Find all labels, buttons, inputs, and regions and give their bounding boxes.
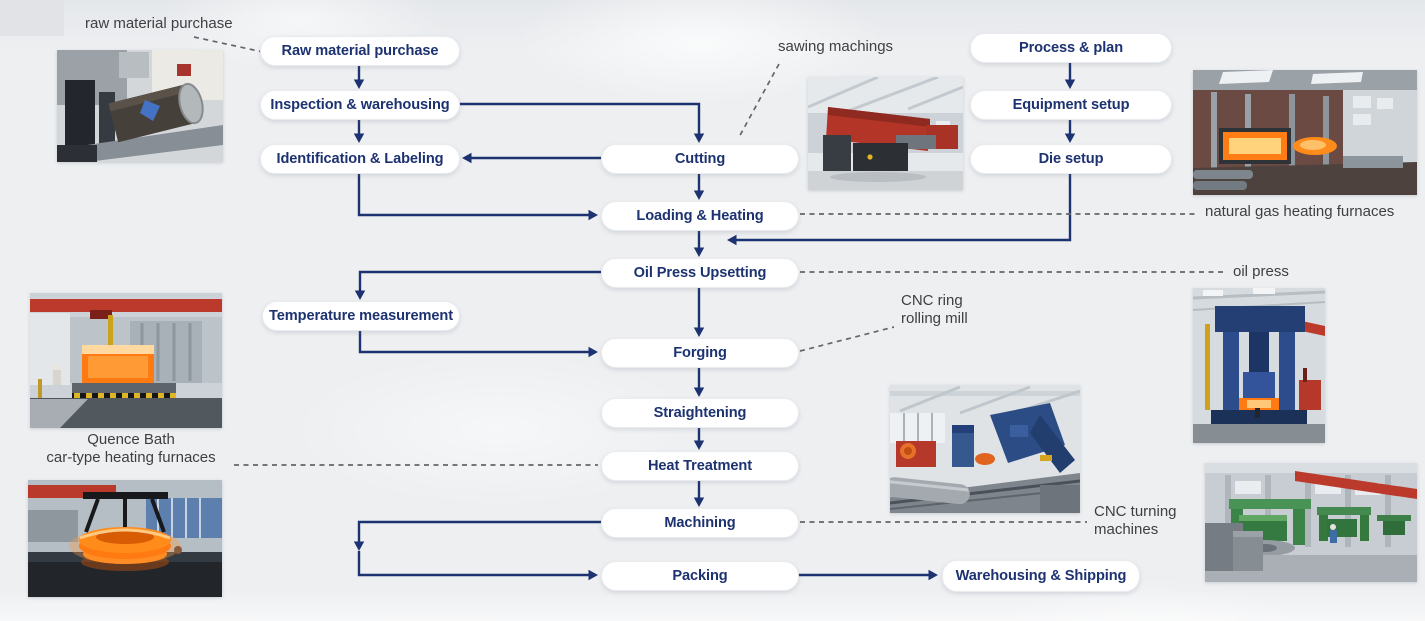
- flow-box-warehousing-shipping: Warehousing & Shipping: [942, 560, 1140, 592]
- connector-s13: [693, 426, 705, 450]
- flow-box-heat-treatment: Heat Treatment: [601, 451, 799, 481]
- photo-sawing-machines: [808, 77, 963, 190]
- red-saws-illustration: [808, 77, 963, 190]
- flow-box-inspection-warehousing: Inspection & warehousing: [260, 90, 460, 120]
- flow-box-packing: Packing: [601, 561, 799, 591]
- dashed-connector-d5: [799, 326, 895, 352]
- connector-s7: [693, 229, 705, 257]
- dashed-connector-d2: [737, 63, 780, 140]
- connector-s2: [353, 118, 365, 143]
- connector-s10: [358, 329, 598, 358]
- band-saw-illustration: [57, 50, 223, 162]
- connector-s5: [357, 172, 598, 221]
- car-furnace-illustration: [30, 293, 222, 428]
- dashed-connector-d1: [193, 36, 264, 53]
- photo-gas-furnaces: [1193, 70, 1417, 195]
- connector-s17: [1064, 61, 1076, 89]
- connector-s6: [693, 172, 705, 200]
- oil-press-illustration: [1193, 288, 1325, 443]
- flow-box-raw-material-purchase: Raw material purchase: [260, 36, 460, 66]
- quench-bath-illustration: [28, 480, 222, 597]
- background-patch: [0, 0, 64, 36]
- photo-car-type-furnace: [30, 293, 222, 428]
- connector-s1: [353, 64, 365, 89]
- flow-box-identification-labeling: Identification & Labeling: [260, 144, 460, 174]
- photo-quench-bath: [28, 480, 222, 597]
- connector-s15a: [353, 520, 601, 551]
- connector-s9: [354, 270, 601, 300]
- flow-box-process-plan: Process & plan: [970, 33, 1172, 63]
- connector-s14: [693, 479, 705, 507]
- photo-oil-press: [1193, 288, 1325, 443]
- connector-s11: [693, 286, 705, 337]
- gas-furnaces-illustration: [1193, 70, 1417, 195]
- natural-gas-furnaces-label: natural gas heating furnaces: [1205, 203, 1395, 220]
- flow-box-loading-heating: Loading & Heating: [601, 201, 799, 231]
- raw-material-purchase-label: raw material purchase: [85, 15, 233, 32]
- flow-box-forging: Forging: [601, 338, 799, 368]
- flow-box-die-setup: Die setup: [970, 144, 1172, 174]
- oil-press-label: oil press: [1233, 263, 1289, 280]
- flow-box-straightening: Straightening: [601, 398, 799, 428]
- forging-machinery-illustration: [890, 385, 1080, 513]
- sawing-machings-label: sawing machings: [778, 38, 894, 55]
- flow-box-cutting: Cutting: [601, 144, 799, 174]
- flow-box-oil-press-upsetting: Oil Press Upsetting: [601, 258, 799, 288]
- connector-s3: [458, 102, 705, 143]
- connector-s8: [727, 172, 1072, 246]
- connector-s16: [797, 569, 938, 581]
- connector-s12: [693, 366, 705, 397]
- connector-s18: [1064, 118, 1076, 143]
- photo-forging-manipulator: [890, 385, 1080, 513]
- photo-cnc-lathes: [1205, 463, 1417, 582]
- flow-box-temperature-measurement: Temperature measurement: [262, 301, 460, 331]
- flow-box-machining: Machining: [601, 508, 799, 538]
- connector-s15b: [357, 551, 598, 581]
- flow-box-equipment-setup: Equipment setup: [970, 90, 1172, 120]
- photo-band-saw-cutting: [57, 50, 223, 162]
- cnc-lathes-illustration: [1205, 463, 1417, 582]
- connector-s4: [462, 152, 601, 164]
